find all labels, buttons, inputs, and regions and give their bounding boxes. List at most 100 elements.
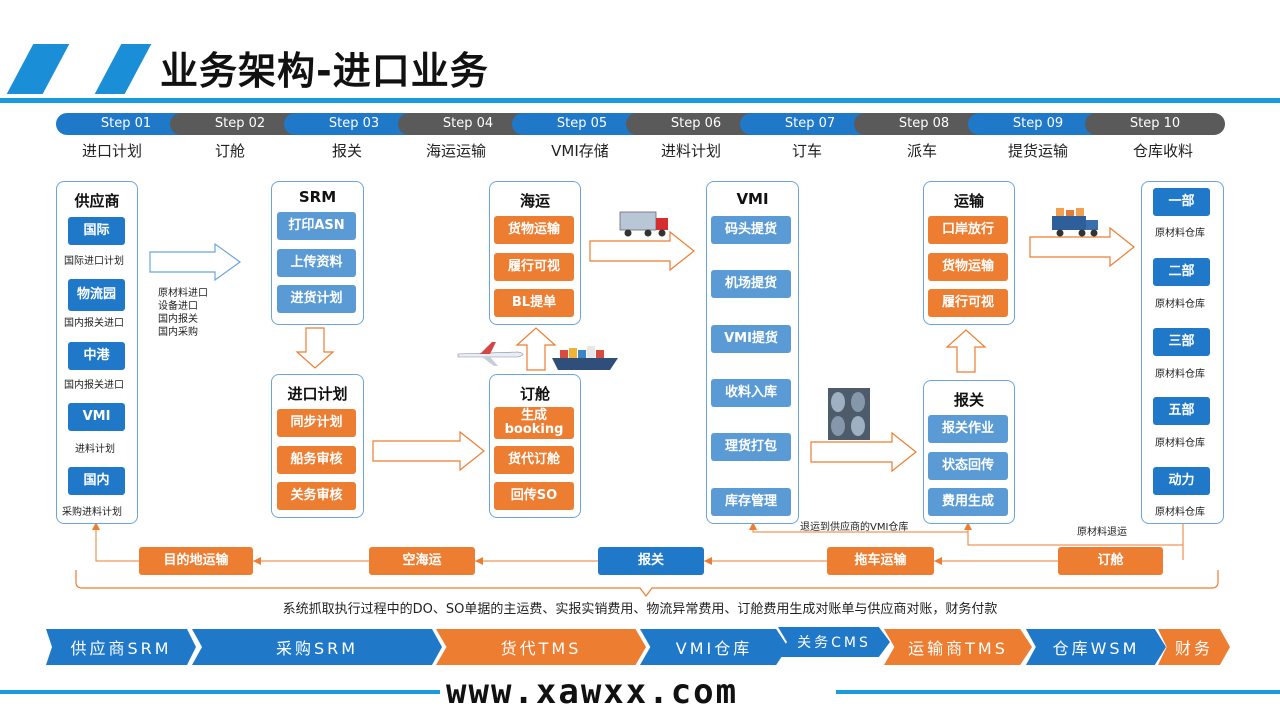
import-plan-panel-title: 进口计划 [287, 385, 348, 403]
step-07[interactable]: Step 07 [740, 113, 880, 135]
warehouse-dept-3-note: 原材料仓库 [1155, 369, 1205, 380]
srm-print-asn[interactable]: 打印ASN [277, 212, 356, 240]
supplier-vmi[interactable]: VMI [68, 403, 125, 431]
step-name-01: 进口计划 [81, 142, 142, 160]
footer-rule-left [0, 690, 440, 694]
system-warehouse-wsm[interactable]: 仓库WSM [1026, 629, 1166, 665]
supplier-international-note: 国际进口计划 [64, 256, 124, 267]
step-06[interactable]: Step 06 [626, 113, 766, 135]
flow-customs[interactable]: 报关 [598, 547, 704, 575]
srm-upload-docs[interactable]: 上传资料 [277, 249, 356, 277]
plan-shipping-review[interactable]: 船务审核 [277, 446, 356, 474]
srm-panel-title: SRM [298, 188, 337, 206]
system-procurement-srm[interactable]: 采购SRM [192, 629, 442, 665]
step-name-04: 海运运输 [425, 142, 486, 160]
storage-drums-icon [828, 388, 870, 440]
flow-air-sea[interactable]: 空海运 [369, 547, 475, 575]
vmi-dock-pickup[interactable]: 码头提货 [711, 216, 791, 244]
step-name-06: 进料计划 [660, 142, 721, 160]
srm-note-2: 设备进口 [158, 301, 198, 312]
bottom-brace [75, 570, 1219, 597]
warehouse-dept-5-note: 原材料仓库 [1155, 438, 1205, 449]
step-04[interactable]: Step 04 [398, 113, 538, 135]
watermark: www.xawxx.com [446, 672, 739, 712]
plan-customs-review[interactable]: 关务审核 [277, 482, 356, 510]
flow-booking[interactable]: 订舱 [1058, 547, 1163, 575]
vmi-inventory-mgmt[interactable]: 库存管理 [711, 488, 791, 516]
transport-panel-title: 运输 [953, 192, 984, 210]
vmi-vmi-pickup[interactable]: VMI提货 [711, 325, 791, 353]
step-08[interactable]: Step 08 [854, 113, 994, 135]
sea-panel-title: 海运 [519, 192, 550, 210]
arrow-plan-to-booking [372, 430, 485, 472]
vmi-airport-pickup[interactable]: 机场提货 [711, 270, 791, 298]
step-name-07: 订车 [791, 142, 822, 160]
sea-bl[interactable]: BL提单 [494, 289, 574, 317]
system-carrier-tms[interactable]: 运输商TMS [884, 629, 1032, 665]
vmi-receive-stock[interactable]: 收料入库 [711, 379, 791, 407]
step-03[interactable]: Step 03 [284, 113, 424, 135]
flow-destination-transport[interactable]: 目的地运输 [139, 547, 253, 575]
footer-rule-right [836, 690, 1280, 694]
title-rule [0, 98, 1280, 103]
customs-fee-generate[interactable]: 费用生成 [928, 488, 1008, 516]
vmi-return-note: 退运到供应商的VMI仓库 [800, 522, 909, 533]
customs-declare[interactable]: 报关作业 [928, 415, 1008, 443]
step-name-09: 提货运输 [1007, 142, 1068, 160]
arrow-supplier-to-srm [149, 242, 242, 282]
step-name-08: 派车 [906, 142, 937, 160]
transport-visibility[interactable]: 履行可视 [928, 289, 1008, 317]
system-vmi-warehouse[interactable]: VMI仓库 [640, 629, 788, 665]
booking-forwarder[interactable]: 货代订舱 [494, 446, 574, 474]
step-02[interactable]: Step 02 [170, 113, 310, 135]
arrow-customs-to-transport [945, 329, 987, 373]
supplier-domestic[interactable]: 国内 [68, 467, 125, 495]
supplier-vmi-note: 进料计划 [75, 444, 115, 455]
warehouse-dept-2[interactable]: 二部 [1153, 258, 1210, 286]
arrow-sea-to-vmi [589, 230, 695, 272]
srm-inbound-plan[interactable]: 进货计划 [277, 285, 356, 313]
ship-icon [552, 346, 618, 370]
system-supplier-srm[interactable]: 供应商SRM [46, 629, 196, 665]
warehouse-power[interactable]: 动力 [1153, 467, 1210, 495]
supplier-panel-title: 供应商 [74, 192, 120, 210]
booking-panel-title: 订舱 [519, 385, 550, 403]
arrow-vmi-to-customs [810, 431, 917, 473]
customs-status-return[interactable]: 状态回传 [928, 452, 1008, 480]
page-title: 业务架构-进口业务 [160, 49, 489, 93]
step-name-02: 订舱 [214, 142, 245, 160]
warehouse-dept-1-note: 原材料仓库 [1155, 228, 1205, 239]
sea-visibility[interactable]: 履行可视 [494, 253, 574, 281]
supplier-international[interactable]: 国际 [68, 217, 125, 245]
booking-return-so[interactable]: 回传SO [494, 482, 574, 510]
srm-note-4: 国内采购 [158, 327, 198, 338]
step-10[interactable]: Step 10 [1085, 113, 1225, 135]
supplier-logistics-park[interactable]: 物流园 [68, 279, 125, 311]
transport-cargo[interactable]: 货物运输 [928, 253, 1008, 281]
vmi-sort-pack[interactable]: 理货打包 [711, 433, 791, 461]
arrow-booking-to-sea [515, 327, 557, 371]
plan-sync[interactable]: 同步计划 [277, 409, 356, 437]
warehouse-dept-3[interactable]: 三部 [1153, 328, 1210, 356]
sea-cargo-transport[interactable]: 货物运输 [494, 216, 574, 244]
arrow-srm-to-plan [295, 327, 335, 369]
system-customs-cms[interactable]: 关务CMS [778, 627, 890, 657]
warehouse-dept-5[interactable]: 五部 [1153, 397, 1210, 425]
truck-icon [619, 211, 668, 237]
flow-trailer-transport[interactable]: 拖车运输 [827, 547, 934, 575]
supplier-china-hk[interactable]: 中港 [68, 342, 125, 370]
system-finance[interactable]: 财务 [1158, 629, 1230, 665]
system-forwarder-tms[interactable]: 货代TMS [436, 629, 646, 665]
transport-port-release[interactable]: 口岸放行 [928, 216, 1008, 244]
step-09[interactable]: Step 09 [968, 113, 1108, 135]
arrow-transport-to-warehouse [1029, 226, 1135, 268]
reconciliation-note: 系统抓取执行过程中的DO、SO单据的主运费、实报实销费用、物流异常费用、订舱费用… [282, 602, 998, 617]
step-01[interactable]: Step 01 [56, 113, 196, 135]
step-05[interactable]: Step 05 [512, 113, 652, 135]
supplier-logistics-park-note: 国内报关进口 [64, 318, 124, 329]
booking-generate[interactable]: 生成booking [494, 407, 574, 439]
return-line-warehouse [967, 522, 1184, 546]
warehouse-dept-1[interactable]: 一部 [1153, 188, 1210, 216]
step-name-10: 仓库收料 [1132, 142, 1193, 160]
